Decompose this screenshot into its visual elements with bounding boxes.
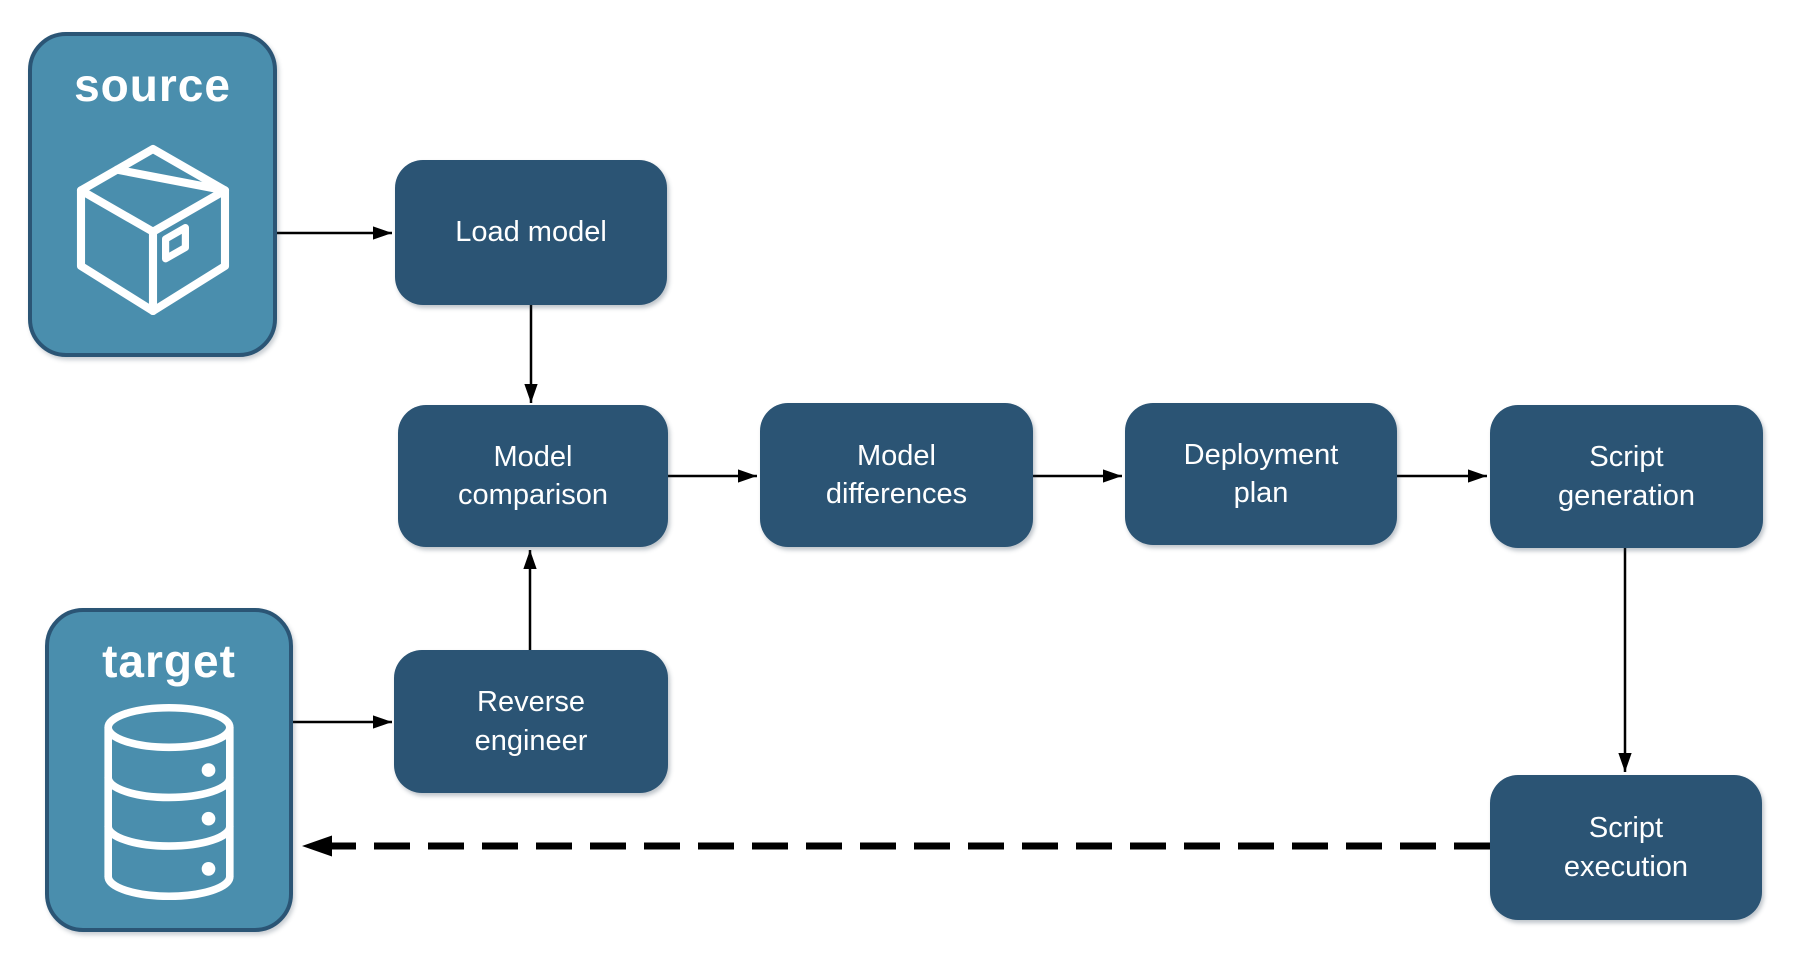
- source-label: source: [74, 59, 231, 111]
- node-label: Script execution: [1563, 812, 1689, 883]
- node-label: Model comparison: [458, 440, 608, 511]
- node-deployment-plan[interactable]: Deployment plan: [1125, 403, 1397, 545]
- endpoint-target[interactable]: target: [45, 608, 293, 932]
- database-icon: [104, 703, 234, 901]
- node-label: Load model: [455, 216, 607, 249]
- node-label: Script generation: [1557, 441, 1696, 512]
- node-label: Reverse engineer: [474, 686, 588, 757]
- node-script-generation[interactable]: Script generation: [1490, 405, 1763, 548]
- node-model-differences[interactable]: Model differences: [760, 403, 1033, 547]
- node-label: Model differences: [825, 439, 968, 510]
- target-label: target: [102, 635, 236, 687]
- node-model-comparison[interactable]: Model comparison: [398, 405, 668, 547]
- node-script-execution[interactable]: Script execution: [1490, 775, 1762, 920]
- node-label: Deployment plan: [1183, 438, 1339, 509]
- package-icon: [76, 144, 229, 316]
- node-load-model[interactable]: Load model: [395, 160, 667, 305]
- node-reverse-engineer[interactable]: Reverse engineer: [394, 650, 668, 793]
- endpoint-source[interactable]: source: [28, 32, 277, 357]
